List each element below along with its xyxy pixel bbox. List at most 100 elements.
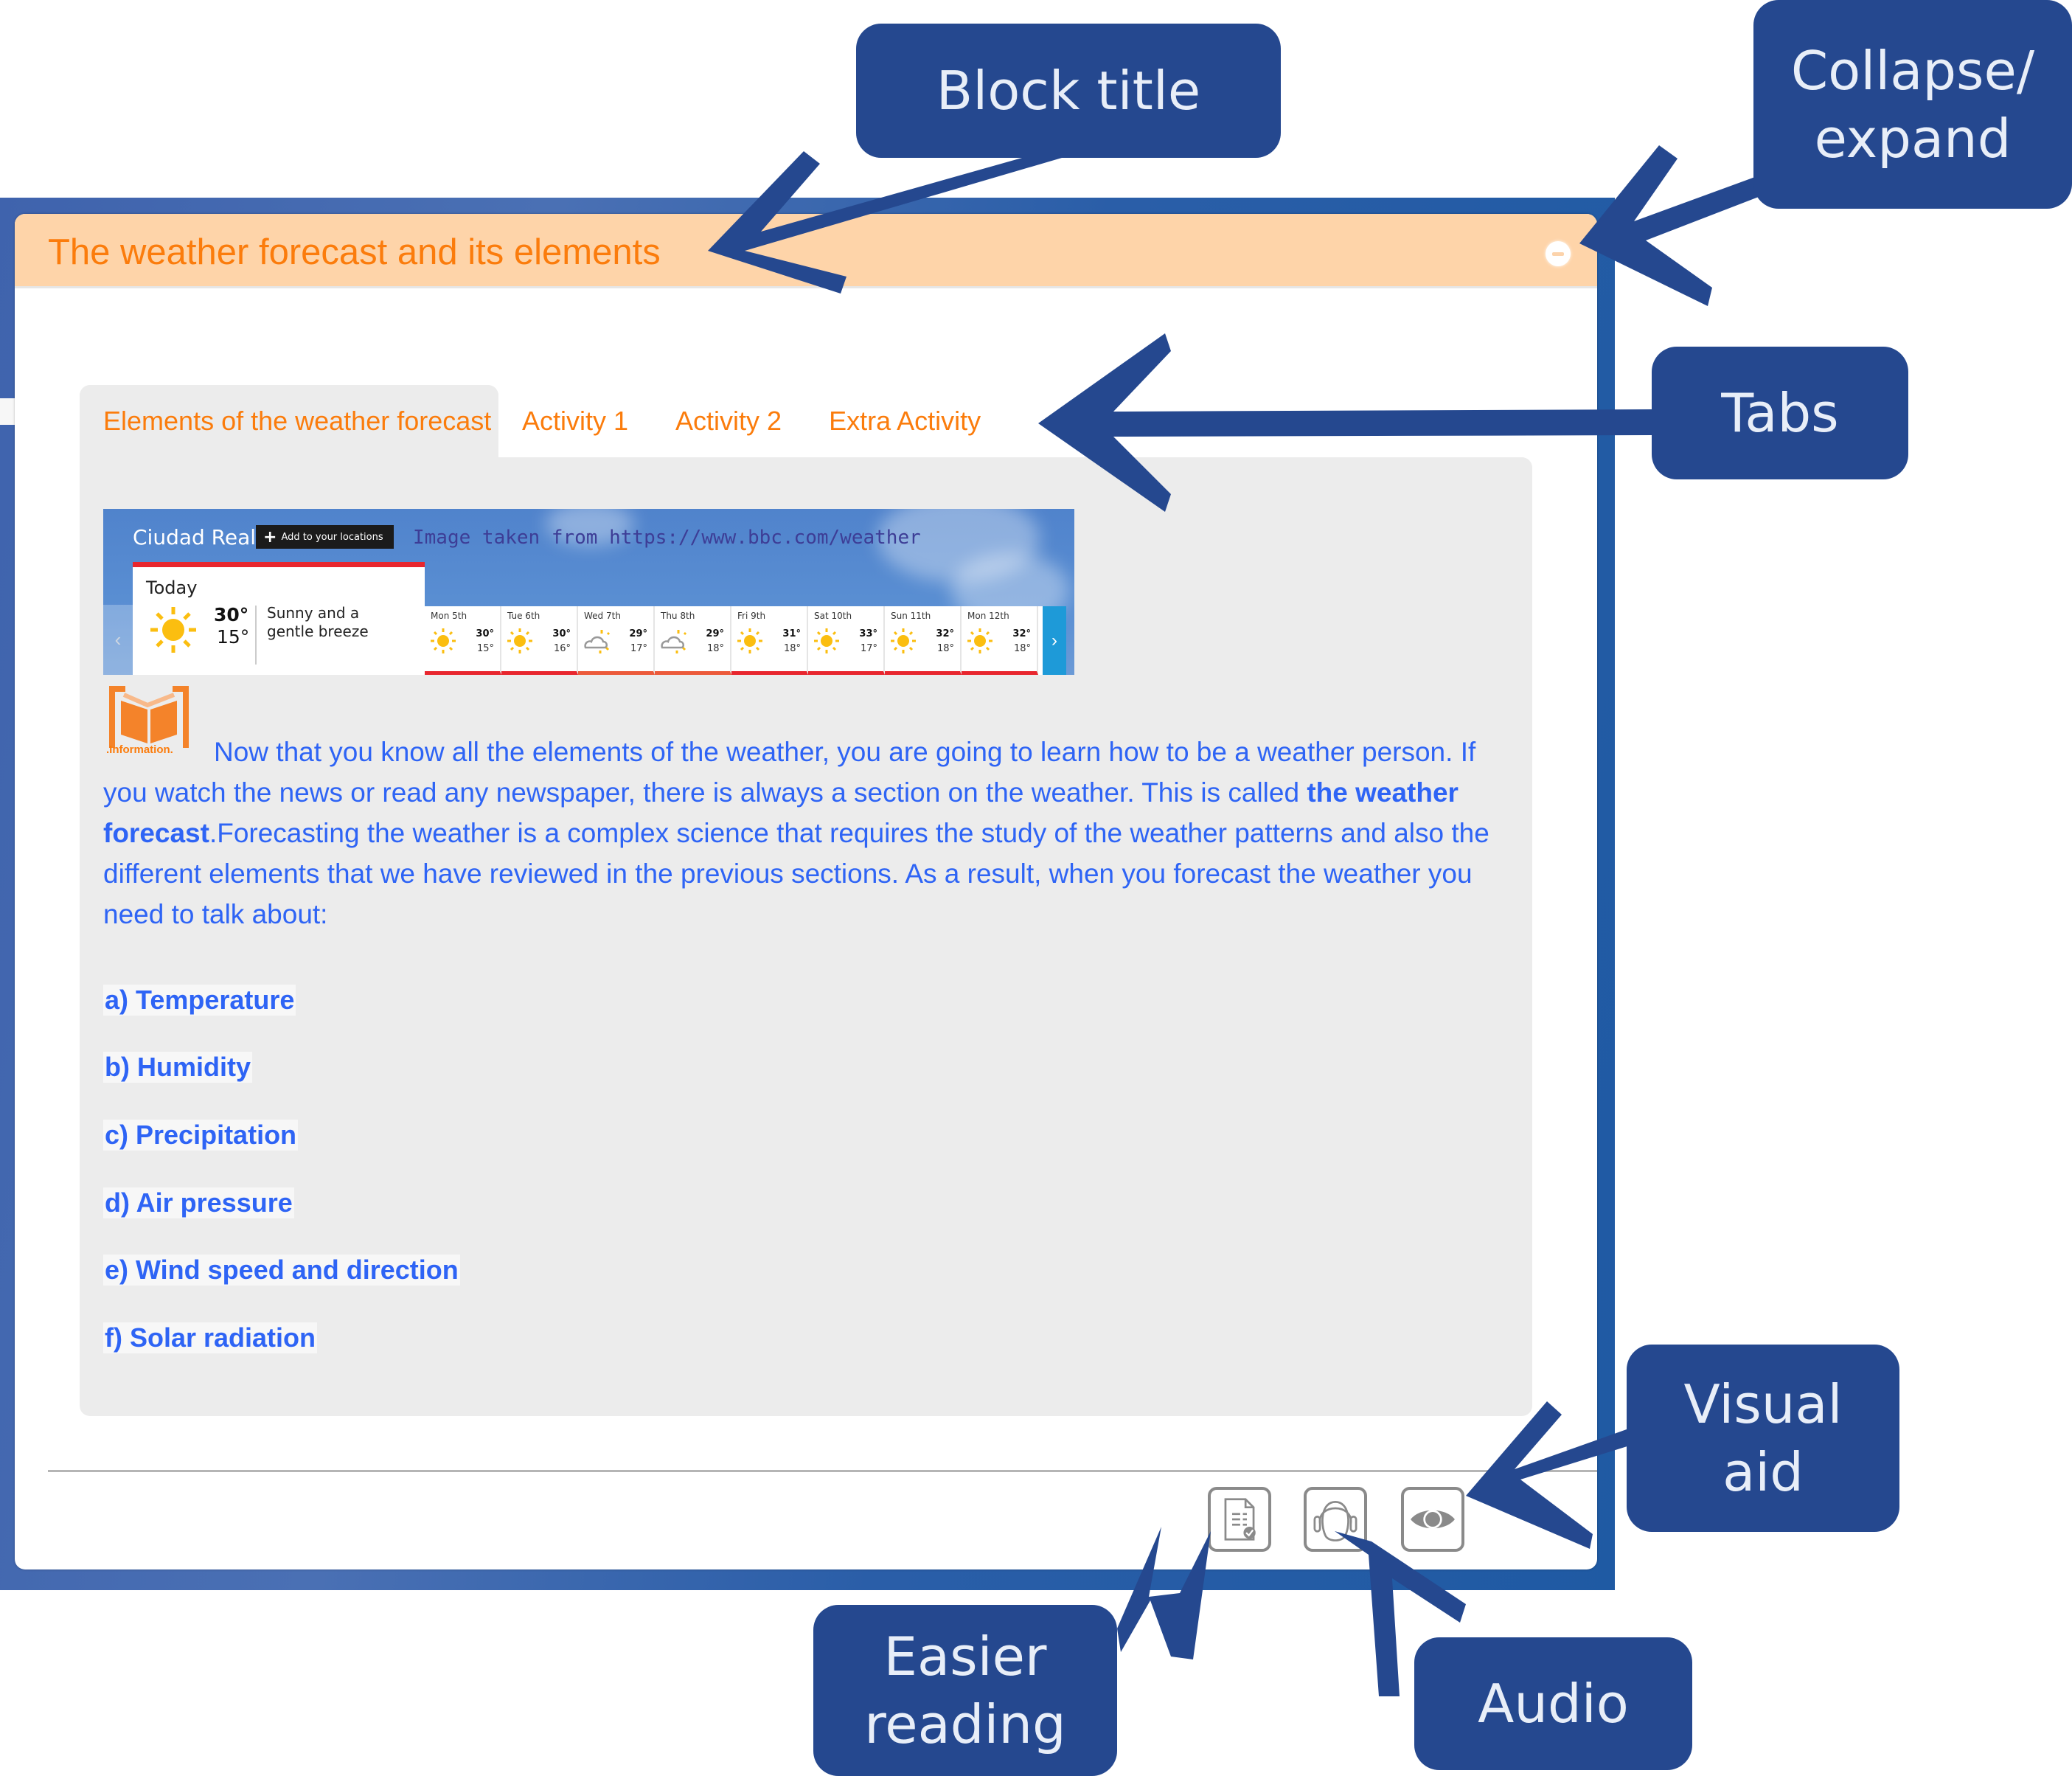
sun-icon xyxy=(431,628,456,653)
callout-collapse-line2: expand xyxy=(1814,107,2012,170)
forecast-day: Sun 11th 32° 18° xyxy=(885,606,962,675)
callout-collapse-line1: Collapse/ xyxy=(1790,39,2035,102)
callout-tabs: Tabs xyxy=(1652,347,1908,479)
tab-elements-of-weather-forecast[interactable]: Elements of the weather forecast xyxy=(80,385,498,457)
day-name: Sat 10th xyxy=(814,611,852,621)
sun-cloud-icon xyxy=(584,630,611,653)
today-label: Today xyxy=(146,577,198,598)
day-low: 15° xyxy=(476,643,494,654)
today-description: Sunny and a gentle breeze xyxy=(267,604,369,640)
callout-block-title: Block title xyxy=(856,24,1281,158)
list-item-wind: e) Wind speed and direction xyxy=(103,1255,460,1286)
information-label: .Information. xyxy=(106,743,173,756)
intro-paragraph: Now that you know all the elements of th… xyxy=(103,732,1504,934)
image-credit: Image taken from https://www.bbc.com/wea… xyxy=(413,527,921,549)
sun-icon xyxy=(814,628,839,653)
audio-button[interactable] xyxy=(1304,1487,1367,1552)
day-name: Thu 8th xyxy=(661,611,695,621)
frame-gap xyxy=(0,398,15,425)
day-low: 18° xyxy=(936,643,954,654)
tab-bar: Elements of the weather forecast Activit… xyxy=(80,385,1004,457)
callout-audio-text: Audio xyxy=(1478,1673,1629,1735)
eye-icon xyxy=(1411,1510,1455,1529)
day-name: Sun 11th xyxy=(891,611,931,621)
sun-icon xyxy=(737,628,762,653)
tab-activity-1[interactable]: Activity 1 xyxy=(522,406,629,436)
callout-tabs-text: Tabs xyxy=(1721,382,1839,444)
today-high: 30° xyxy=(214,604,249,625)
forecast-day: Sat 10th 33° 17° xyxy=(808,606,885,675)
sun-icon xyxy=(507,628,532,653)
day-high: 32° xyxy=(1012,628,1031,639)
forecast-day: Wed 7th 29° 17° xyxy=(578,606,655,675)
list-item-temperature: a) Temperature xyxy=(103,985,296,1016)
callout-collapse-expand: Collapse/ expand xyxy=(1753,0,2072,209)
list-item-air-pressure: d) Air pressure xyxy=(103,1187,294,1218)
day-low: 17° xyxy=(860,643,877,654)
list-item-humidity: b) Humidity xyxy=(103,1052,252,1083)
day-high: 30° xyxy=(476,628,494,639)
day-low: 18° xyxy=(783,643,801,654)
forecast-day: Mon 5th 30° 15° xyxy=(425,606,501,675)
day-high: 31° xyxy=(782,628,801,639)
callout-visual-aid: Visual aid xyxy=(1627,1345,1899,1532)
day-high: 33° xyxy=(859,628,877,639)
add-to-locations-button: + Add to your locations xyxy=(256,525,394,549)
add-to-locations-label: Add to your locations xyxy=(281,531,383,543)
prev-day-arrow-icon: ‹ xyxy=(103,605,133,675)
sun-icon xyxy=(150,607,196,653)
headphones-icon xyxy=(1313,1501,1357,1541)
day-high: 29° xyxy=(629,628,647,639)
information-book-icon xyxy=(109,686,189,748)
day-name: Mon 5th xyxy=(431,611,467,621)
day-high: 30° xyxy=(552,628,571,639)
sun-cloud-icon xyxy=(661,630,687,653)
sun-icon xyxy=(967,628,992,653)
today-separator xyxy=(255,606,257,665)
list-item-precipitation: c) Precipitation xyxy=(103,1120,299,1151)
plus-icon: + xyxy=(263,527,277,547)
paragraph-bold-term: the weather forecast xyxy=(103,777,1459,848)
forecast-day: Tue 6th 30° 16° xyxy=(501,606,578,675)
document-check-icon xyxy=(1224,1498,1256,1541)
next-day-arrow-icon: › xyxy=(1043,606,1066,675)
day-low: 16° xyxy=(553,643,571,654)
list-item-solar-radiation: f) Solar radiation xyxy=(103,1322,318,1353)
day-high: 32° xyxy=(936,628,954,639)
day-name: Wed 7th xyxy=(584,611,621,621)
day-low: 17° xyxy=(630,643,647,654)
callout-easier-line1: Easier xyxy=(883,1626,1047,1687)
callout-visual-line1: Visual xyxy=(1683,1373,1843,1435)
day-name: Tue 6th xyxy=(507,611,540,621)
callout-easier-line2: reading xyxy=(864,1693,1066,1755)
content-block: The weather forecast and its elements El… xyxy=(15,214,1597,1569)
weather-city: Ciudad Real xyxy=(133,525,257,549)
forecast-day: Thu 8th 29° 18° xyxy=(655,606,731,675)
day-name: Mon 12th xyxy=(967,611,1009,621)
sun-icon xyxy=(891,628,916,653)
block-title: The weather forecast and its elements xyxy=(48,232,661,272)
visual-aid-button[interactable] xyxy=(1401,1487,1464,1552)
callout-easier-reading: Easier reading xyxy=(813,1605,1117,1776)
paragraph-text-1: Now that you know all the elements of th… xyxy=(103,737,1476,808)
easier-reading-button[interactable] xyxy=(1208,1487,1271,1552)
paragraph-text-2: .Forecasting the weather is a complex sc… xyxy=(103,818,1489,929)
tab-panel: Ciudad Real + Add to your locations Imag… xyxy=(80,457,1532,1416)
tab-extra-activity[interactable]: Extra Activity xyxy=(829,406,981,436)
block-header: The weather forecast and its elements xyxy=(15,214,1597,288)
today-low: 15° xyxy=(217,626,250,648)
callout-visual-line2: aid xyxy=(1722,1441,1804,1503)
tab-activity-2[interactable]: Activity 2 xyxy=(675,406,782,436)
today-card: Today 30° 15° Sunny and a gentle breeze xyxy=(133,562,425,675)
weather-forecast-image: Ciudad Real + Add to your locations Imag… xyxy=(103,509,1074,675)
footer-divider xyxy=(48,1470,1597,1472)
callout-audio: Audio xyxy=(1414,1637,1692,1770)
day-low: 18° xyxy=(706,643,724,654)
callout-block-title-text: Block title xyxy=(936,60,1201,122)
forecast-days: Mon 5th 30° 15° Tue 6th 30° 16° Wed 7th 29° 17° T… xyxy=(425,606,1043,675)
day-low: 18° xyxy=(1013,643,1031,654)
day-high: 29° xyxy=(706,628,724,639)
collapse-expand-button[interactable] xyxy=(1546,241,1571,266)
